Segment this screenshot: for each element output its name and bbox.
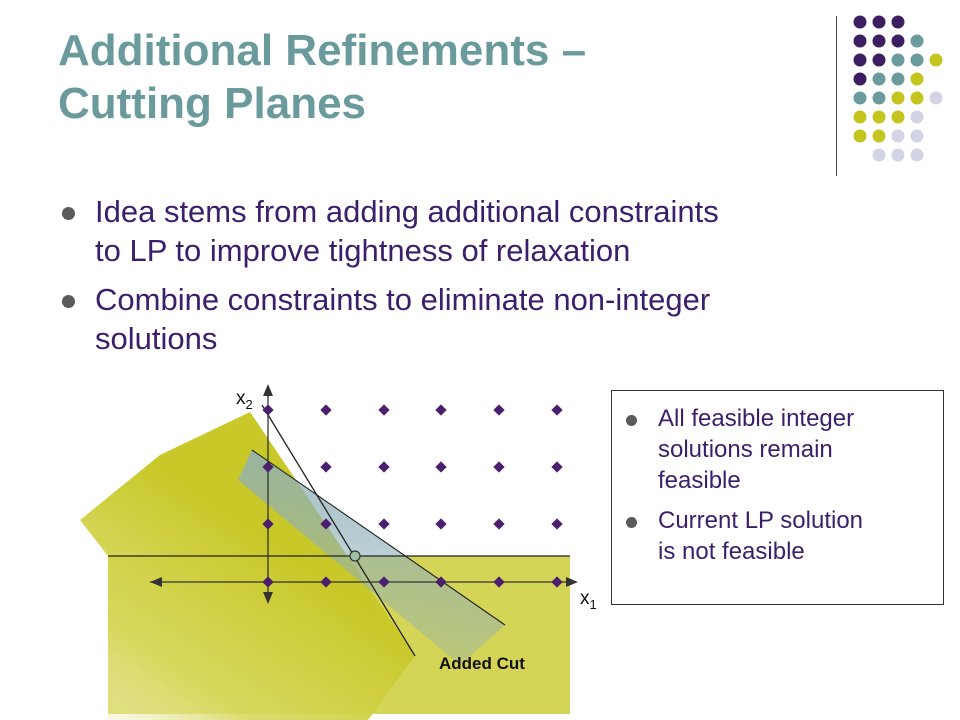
dot xyxy=(910,148,924,162)
dot xyxy=(891,91,905,105)
lattice-point xyxy=(378,461,390,473)
dot xyxy=(872,91,886,105)
lattice-point xyxy=(493,461,505,473)
added-cut-line xyxy=(251,449,506,626)
lattice-point xyxy=(378,576,390,588)
bullet-text-line: Idea stems from adding additional constr… xyxy=(95,194,719,229)
dot xyxy=(929,53,943,67)
dot xyxy=(891,110,905,124)
dot-grid-row-8 xyxy=(872,148,924,162)
dot xyxy=(872,110,886,124)
dot xyxy=(910,53,924,67)
dot xyxy=(872,72,886,86)
note-text-line: solutions remain xyxy=(658,436,833,463)
lattice-point xyxy=(320,518,332,530)
dot xyxy=(910,34,924,48)
note-list: All feasible integer solutions remain fe… xyxy=(622,403,933,567)
lattice-point xyxy=(551,518,563,530)
bullet-text-line: to LP to improve tightness of relaxation xyxy=(95,233,631,268)
dot xyxy=(929,91,943,105)
dot xyxy=(853,110,867,124)
dot xyxy=(891,15,905,29)
dot xyxy=(872,15,886,29)
dot xyxy=(910,110,924,124)
lattice-point xyxy=(551,404,563,416)
dot xyxy=(872,53,886,67)
dot xyxy=(891,148,905,162)
lattice-point xyxy=(378,518,390,530)
dot xyxy=(872,148,886,162)
dot xyxy=(910,72,924,86)
dot xyxy=(891,129,905,143)
added-cut-region xyxy=(238,450,505,665)
x1-axis-label: x1 xyxy=(580,588,597,612)
lattice-point xyxy=(320,404,332,416)
bullet-text-line: Combine constraints to eliminate non-int… xyxy=(95,282,711,317)
dot xyxy=(853,53,867,67)
slide-title-line-1: Additional Refinements – xyxy=(58,26,587,75)
dot xyxy=(891,72,905,86)
dot xyxy=(910,91,924,105)
added-cut-label: Added Cut xyxy=(439,654,525,673)
dot xyxy=(853,129,867,143)
lattice-point xyxy=(435,518,447,530)
note-text-line: is not feasible xyxy=(658,538,805,565)
lattice-point xyxy=(378,404,390,416)
note-item: All feasible integer solutions remain fe… xyxy=(622,403,933,496)
lattice-point xyxy=(551,576,563,588)
lp-constraint-line xyxy=(261,404,416,657)
lattice-point xyxy=(493,404,505,416)
lattice-point xyxy=(262,461,274,473)
lattice-point xyxy=(320,576,332,588)
lattice-point xyxy=(493,518,505,530)
bullet-item: Idea stems from adding additional constr… xyxy=(60,192,920,270)
dot xyxy=(853,15,867,29)
dot-grid-row-3 xyxy=(853,53,943,67)
current-lp-solution-point xyxy=(349,550,361,562)
bullet-item: Combine constraints to eliminate non-int… xyxy=(60,280,920,358)
dot-grid-row-2 xyxy=(853,34,924,48)
dot-grid-row-1 xyxy=(853,15,905,29)
dot xyxy=(891,53,905,67)
dot xyxy=(891,34,905,48)
dot xyxy=(853,34,867,48)
x2-axis xyxy=(263,384,273,604)
feasibility-note-box: All feasible integer solutions remain fe… xyxy=(611,390,944,605)
note-text-line: feasible xyxy=(658,467,741,494)
dot xyxy=(872,34,886,48)
dot-grid-row-5 xyxy=(853,91,943,105)
note-item: Current LP solution is not feasible xyxy=(622,505,933,567)
note-text-line: All feasible integer xyxy=(658,405,855,432)
lattice-point xyxy=(320,461,332,473)
lattice-point xyxy=(262,404,274,416)
bullet-text-line: solutions xyxy=(95,321,218,356)
bullet-list: Idea stems from adding additional constr… xyxy=(60,192,920,368)
lattice-point xyxy=(435,576,447,588)
dot-grid-row-4 xyxy=(853,72,924,86)
integer-lattice xyxy=(262,404,563,588)
dot xyxy=(853,91,867,105)
dot xyxy=(910,129,924,143)
lp-feasible-region xyxy=(80,412,415,720)
lattice-point xyxy=(435,404,447,416)
lattice-point xyxy=(493,576,505,588)
note-text-line: Current LP solution xyxy=(658,507,864,534)
dot xyxy=(853,72,867,86)
x2-axis-label: x2 xyxy=(236,388,253,412)
decorative-dot-grid xyxy=(853,15,943,162)
lattice-point xyxy=(262,576,274,588)
dot xyxy=(872,129,886,143)
dot-grid-row-6 xyxy=(853,110,924,124)
lattice-point xyxy=(262,518,274,530)
title-divider-line xyxy=(836,16,837,176)
slide-title: Additional Refinements – Cutting Planes xyxy=(58,24,818,130)
lattice-point xyxy=(551,461,563,473)
dot-grid-row-7 xyxy=(853,129,924,143)
lattice-point xyxy=(435,461,447,473)
slide-title-line-2: Cutting Planes xyxy=(58,79,367,128)
